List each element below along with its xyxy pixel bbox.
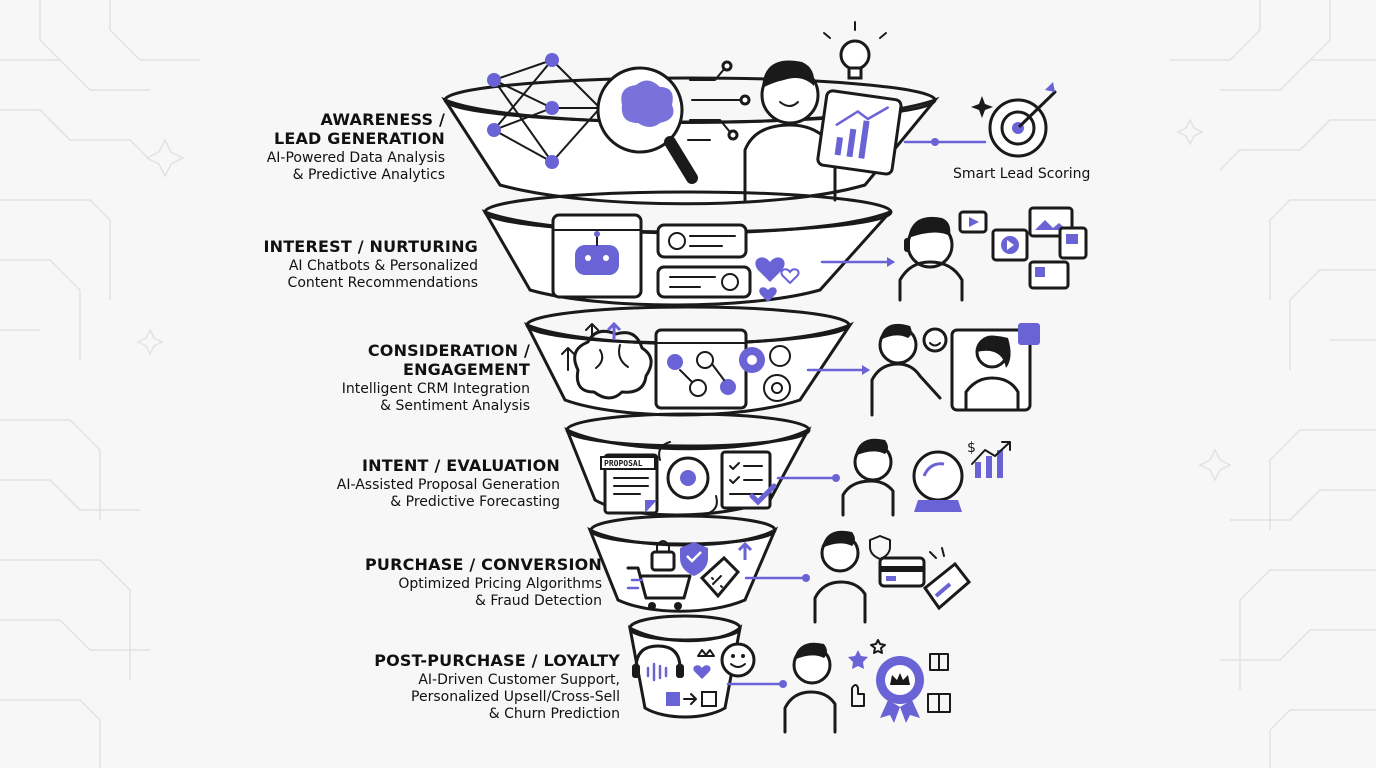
stage-title: INTENT / EVALUATION: [361, 456, 560, 475]
price-tag-icon: [699, 541, 753, 599]
stage-description: & Predictive Analytics: [292, 167, 445, 183]
crystal-ball-icon: [912, 450, 964, 512]
upsell-flow-icon: [666, 691, 717, 707]
target-icon: [971, 82, 1057, 158]
stage-title: CONSIDERATION /: [367, 341, 530, 360]
person-thinking: [841, 438, 895, 517]
stage-description: & Sentiment Analysis: [380, 398, 530, 414]
smart-lead-scoring-label: Smart Lead Scoring: [953, 166, 1091, 182]
stage-description: AI-Assisted Proposal Generation: [336, 477, 560, 493]
stage-description: AI Chatbots & Personalized: [288, 258, 478, 274]
data-lines: [687, 60, 751, 141]
card-terminal-icon: [922, 547, 972, 611]
heart-icon: [755, 257, 800, 302]
connector-tier-3: [806, 365, 870, 375]
connector-tier-6: [726, 680, 787, 688]
person-thumbs-up: [783, 642, 865, 734]
smile-chat-icon: [693, 642, 756, 679]
stage-description: AI-Powered Data Analysis: [266, 150, 445, 166]
stage-title: AWARENESS /: [320, 110, 445, 129]
robot-chat-icon: [551, 213, 643, 299]
star-icon: [848, 639, 886, 669]
magnifier-brain-icon: [596, 66, 698, 184]
badge-crown-icon: [876, 656, 924, 723]
stage-description: & Predictive Forecasting: [390, 494, 560, 510]
shopping-cart-icon: [626, 566, 692, 610]
dollar-sign: $: [967, 440, 976, 456]
proposal-tag: PROPOSAL: [604, 459, 643, 468]
stage-label-consideration: CONSIDERATION / ENGAGEMENT Intelligent C…: [170, 341, 530, 415]
tablet-chart-icon: [816, 89, 903, 176]
stage-title: ENGAGEMENT: [402, 360, 530, 379]
stage-description: Personalized Upsell/Cross-Sell: [411, 689, 620, 705]
stage-description: & Fraud Detection: [475, 593, 602, 609]
person-paying: [813, 530, 867, 624]
proposal-doc-icon: [600, 453, 659, 515]
stage-title: INTEREST / NURTURING: [263, 237, 478, 256]
connector-lead-scoring: [903, 138, 987, 146]
video-content-icon: [958, 206, 1088, 290]
stage-description: AI-Driven Customer Support,: [418, 672, 620, 688]
shield-icon: [680, 542, 708, 576]
connector-tier-4: [776, 474, 840, 482]
brain-icon: [561, 321, 653, 400]
neural-network-icon: [487, 53, 601, 169]
stage-title: PURCHASE / CONVERSION: [364, 555, 602, 574]
gift-icon: [927, 653, 951, 713]
checklist-icon: [720, 450, 777, 510]
handshake-icon: [870, 323, 1040, 417]
stage-label-purchase: PURCHASE / CONVERSION Optimized Pricing …: [242, 555, 602, 610]
funnel-tier-5: [587, 514, 779, 613]
connector-tier-2: [820, 257, 895, 267]
stage-description: Content Recommendations: [287, 275, 478, 291]
stage-label-loyalty: POST-PURCHASE / LOYALTY AI-Driven Custom…: [260, 651, 620, 723]
headset-icon: [632, 644, 684, 682]
lock-icon: [650, 540, 676, 572]
connector-tier-5: [744, 574, 810, 582]
stage-title: POST-PURCHASE / LOYALTY: [374, 651, 620, 670]
stage-title: LEAD GENERATION: [273, 129, 445, 148]
credit-card-icon: [869, 535, 926, 588]
stage-description: Optimized Pricing Algorithms: [398, 576, 602, 592]
chat-bubbles-icon: [656, 223, 752, 299]
gear-icon: [739, 345, 791, 402]
lightbulb-icon: [823, 21, 887, 80]
stage-description: Intelligent CRM Integration: [341, 381, 530, 397]
forecast-chart-icon: [971, 441, 1011, 478]
person-with-tablet: [743, 60, 837, 202]
stage-description: & Churn Prediction: [488, 706, 620, 722]
stage-label-interest: INTEREST / NURTURING AI Chatbots & Perso…: [118, 237, 478, 292]
crm-network-icon: [654, 328, 748, 410]
funnel-tier-1: [441, 76, 940, 206]
person-headset: [898, 216, 964, 302]
stage-label-awareness: AWARENESS / LEAD GENERATION AI-Powered D…: [85, 110, 445, 184]
gear-cycle-icon: [658, 441, 718, 515]
stage-label-intent: INTENT / EVALUATION AI-Assisted Proposal…: [200, 456, 560, 511]
